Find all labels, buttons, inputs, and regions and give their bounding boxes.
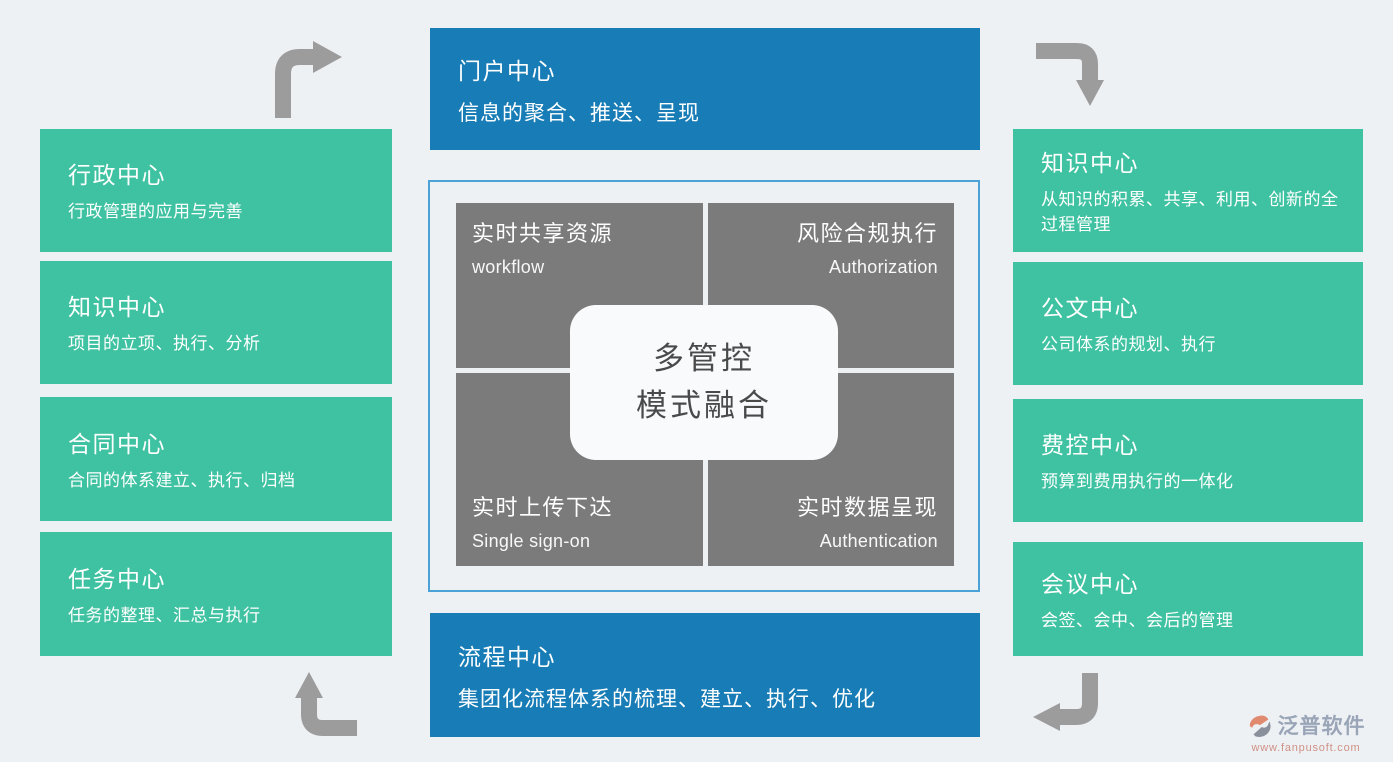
fanpu-logo: 泛普软件 www.fanpusoft.com: [1231, 712, 1381, 754]
quadrant-subtitle: Authentication: [819, 531, 938, 551]
left-box-admin-center: 行政中心 行政管理的应用与完善: [40, 129, 392, 252]
box-subtitle: 集团化流程体系的梳理、建立、执行、优化: [458, 687, 876, 711]
quadrant-title: 风险合规执行: [796, 221, 938, 246]
left-box-task-center: 任务中心 任务的整理、汇总与执行: [40, 532, 392, 656]
box-title: 知识中心: [68, 294, 166, 321]
right-box-document-center: 公文中心 公司体系的规划、执行: [1013, 262, 1363, 385]
turn-down-arrow-icon: [1036, 43, 1104, 106]
box-subtitle: 行政管理的应用与完善: [68, 202, 243, 222]
box-title: 公文中心: [1041, 295, 1139, 322]
quadrant-title: 实时数据呈现: [796, 495, 938, 520]
right-box-expense-center: 费控中心 预算到费用执行的一体化: [1013, 399, 1363, 522]
box-subtitle: 项目的立项、执行、分析: [68, 334, 261, 354]
quadrant-title: 实时上传下达: [472, 495, 614, 520]
box-title: 任务中心: [68, 565, 166, 592]
left-box-knowledge-center: 知识中心 项目的立项、执行、分析: [40, 261, 392, 384]
logo-name: 泛普软件: [1277, 714, 1366, 738]
turn-up-arrow-icon: [295, 672, 357, 736]
box-subtitle: 预算到费用执行的一体化: [1041, 472, 1234, 492]
card-line-2: 模式融合: [636, 387, 772, 423]
box-title: 知识中心: [1041, 149, 1139, 176]
quadrant-subtitle: Single sign-on: [472, 531, 591, 551]
right-box-meeting-center: 会议中心 会签、会中、会后的管理: [1013, 542, 1363, 656]
box-subtitle: 任务的整理、汇总与执行: [68, 605, 261, 625]
box-portal-center: 门户中心 信息的聚合、推送、呈现: [430, 28, 980, 150]
quadrant-title: 实时共享资源: [472, 221, 614, 246]
center-panel: 实时共享资源 workflow 风险合规执行 Authorization 实时上…: [428, 180, 980, 592]
box-title: 行政中心: [68, 162, 166, 189]
box-process-center: 流程中心 集团化流程体系的梳理、建立、执行、优化: [430, 613, 980, 737]
turn-right-arrow-icon: [275, 41, 342, 118]
logo-url: www.fanpusoft.com: [1251, 742, 1361, 754]
center-card: 多管控 模式融合: [570, 305, 838, 460]
box-title: 会议中心: [1041, 570, 1139, 597]
box-title: 费控中心: [1041, 432, 1139, 459]
box-subtitle: 会签、会中、会后的管理: [1041, 610, 1234, 630]
turn-left-arrow-icon: [1033, 673, 1098, 731]
box-subtitle: 从知识的积累、共享、利用、创新的全过程管理: [1041, 189, 1339, 234]
left-box-contract-center: 合同中心 合同的体系建立、执行、归档: [40, 397, 392, 521]
box-title: 门户中心: [458, 57, 556, 84]
box-title: 流程中心: [458, 643, 556, 670]
quadrant-subtitle: workflow: [472, 257, 545, 277]
quadrant-subtitle: Authorization: [829, 257, 938, 277]
box-title: 合同中心: [68, 430, 166, 457]
card-line-1: 多管控: [653, 341, 755, 376]
right-box-knowledge-center: 知识中心 从知识的积累、共享、利用、创新的全过程管理: [1013, 129, 1363, 252]
box-subtitle: 信息的聚合、推送、呈现: [458, 101, 700, 125]
box-subtitle: 合同的体系建立、执行、归档: [68, 470, 296, 490]
box-subtitle: 公司体系的规划、执行: [1041, 335, 1216, 355]
fanpu-logo-icon: [1249, 715, 1271, 737]
